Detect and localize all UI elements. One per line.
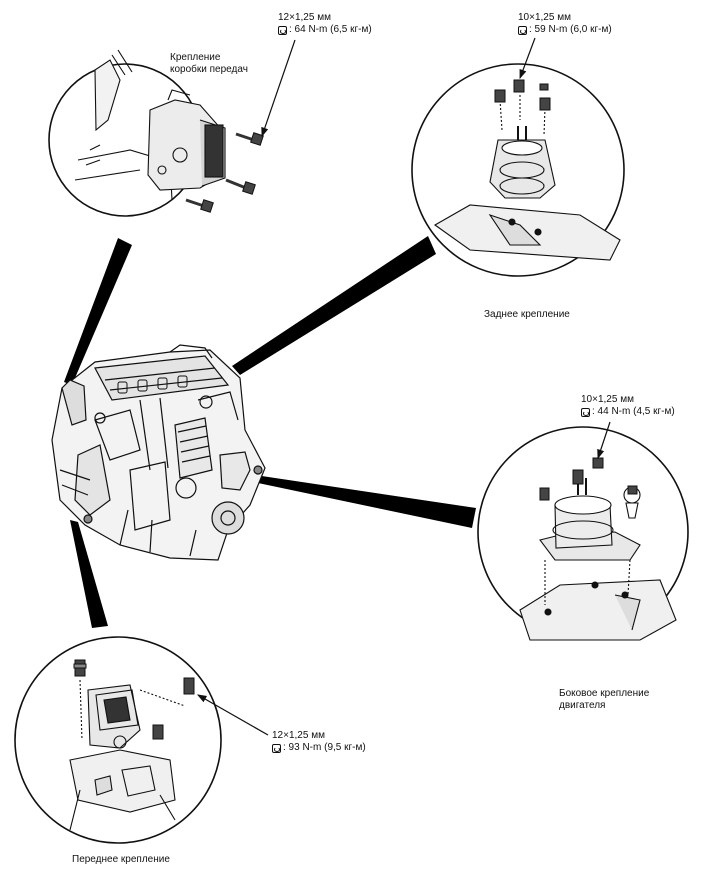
torque-wrench-icon bbox=[272, 743, 281, 753]
front-bolt-size: 12×1,25 мм bbox=[272, 730, 325, 741]
side-mount-detail bbox=[477, 426, 689, 641]
wedge-rear bbox=[232, 236, 436, 375]
front-spec-leader bbox=[196, 694, 269, 736]
transmission-mount-label: Крепление коробки передач bbox=[170, 52, 248, 76]
torque-wrench-icon bbox=[278, 25, 287, 35]
side-torque: : 44 N-m (4,5 кг-м) bbox=[592, 406, 675, 417]
front-spec: 12×1,25 мм : 93 N-m (9,5 кг-м) bbox=[272, 730, 366, 754]
side-label-line2: двигателя bbox=[559, 700, 606, 711]
front-torque: : 93 N-m (9,5 кг-м) bbox=[283, 742, 366, 753]
connector-wedges bbox=[64, 236, 476, 628]
transmission-label-line2: коробки передач bbox=[170, 64, 248, 75]
rear-mount-label: Заднее крепление bbox=[484, 309, 570, 320]
transmission-spec: 12×1,25 мм : 64 N-m (6,5 кг-м) bbox=[278, 12, 372, 36]
rear-spec-leader bbox=[519, 37, 536, 80]
side-mount-label: Боковое крепление двигателя bbox=[559, 688, 649, 712]
transmission-torque: : 64 N-m (6,5 кг-м) bbox=[289, 24, 372, 35]
wedge-transmission bbox=[64, 238, 132, 385]
front-mount-detail bbox=[14, 636, 222, 844]
side-spec: 10×1,25 мм : 44 N-m (4,5 кг-м) bbox=[581, 394, 675, 418]
side-spec-leader bbox=[597, 421, 611, 460]
rear-bolt-size: 10×1,25 мм bbox=[518, 12, 571, 23]
side-bolt-size: 10×1,25 мм bbox=[581, 394, 634, 405]
torque-wrench-icon bbox=[518, 25, 527, 35]
rear-mount-detail bbox=[411, 63, 625, 277]
transmission-label-line1: Крепление bbox=[170, 52, 221, 63]
front-mount-label: Переднее крепление bbox=[72, 854, 170, 865]
wedge-side bbox=[255, 475, 476, 528]
rear-spec: 10×1,25 мм : 59 N-m (6,0 кг-м) bbox=[518, 12, 612, 36]
transmission-mount-detail bbox=[48, 49, 264, 217]
side-label-line1: Боковое крепление bbox=[559, 688, 650, 699]
transmission-spec-leader bbox=[261, 39, 296, 138]
transmission-bolt-size: 12×1,25 мм bbox=[278, 12, 331, 23]
torque-wrench-icon bbox=[581, 407, 590, 417]
wedge-front bbox=[70, 520, 108, 628]
rear-torque: : 59 N-m (6,0 кг-м) bbox=[529, 24, 612, 35]
engine-assembly bbox=[51, 344, 266, 561]
